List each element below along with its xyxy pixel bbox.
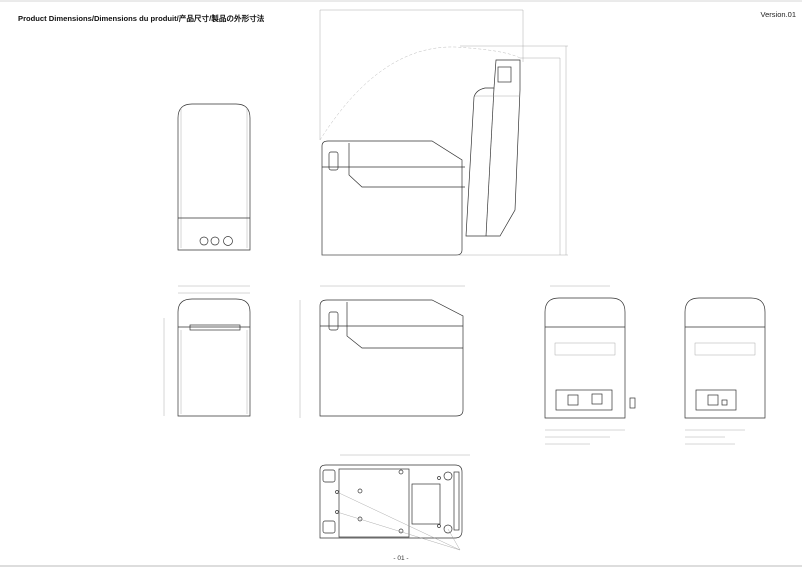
button-icon xyxy=(223,236,233,246)
front-view-closed xyxy=(177,103,251,251)
bottom-view xyxy=(319,454,470,551)
page-title: Product Dimensions/Dimensions du produit… xyxy=(18,14,265,23)
button-icon xyxy=(199,236,209,246)
side-view xyxy=(299,285,465,418)
front-view xyxy=(163,285,251,417)
rear-view-2 xyxy=(684,297,766,445)
side-view-open xyxy=(319,9,568,256)
version-label: Version.01 xyxy=(760,10,796,19)
page-number: - 01 - xyxy=(393,555,409,562)
button-icon xyxy=(210,236,220,246)
rear-view-1 xyxy=(544,285,636,445)
